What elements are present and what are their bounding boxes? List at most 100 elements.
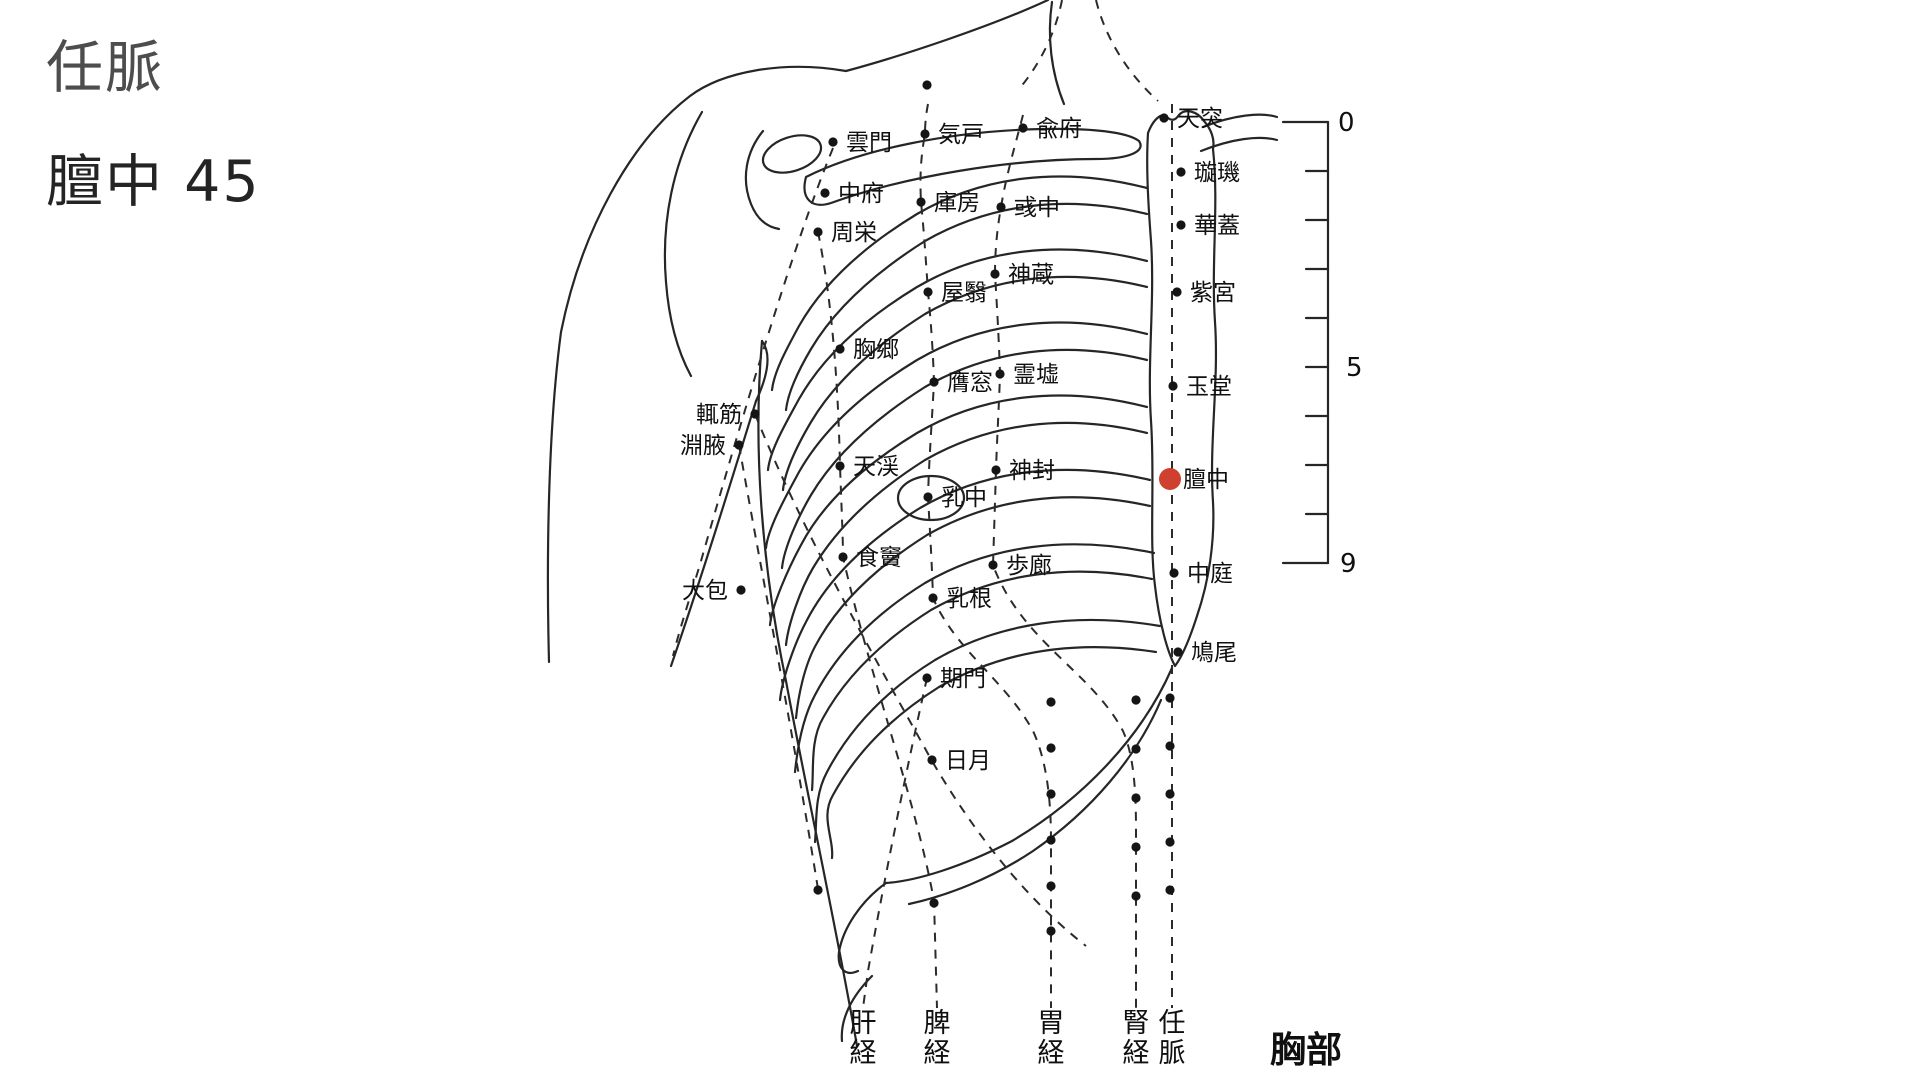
point-dot bbox=[835, 461, 845, 471]
point-dot bbox=[916, 197, 926, 207]
point-dot bbox=[736, 585, 746, 595]
point-label: 彧中 bbox=[1014, 195, 1060, 221]
point-dot bbox=[927, 755, 937, 765]
acupoint-胸郷: 胸郷 bbox=[835, 337, 899, 363]
point-label: 食竇 bbox=[856, 545, 902, 571]
point-label: 屋翳 bbox=[941, 280, 987, 306]
point-label: 淵腋 bbox=[680, 433, 726, 459]
meridian-dot bbox=[1165, 885, 1175, 895]
acupoint-歩廊: 歩廊 bbox=[988, 553, 1052, 579]
acupoint-玉堂: 玉堂 bbox=[1168, 374, 1232, 400]
acupoint-兪府: 兪府 bbox=[1018, 116, 1082, 142]
scale-number: 5 bbox=[1346, 353, 1363, 383]
acupoint-食竇: 食竇 bbox=[838, 545, 902, 571]
point-label: 璇璣 bbox=[1194, 160, 1240, 186]
point-dot bbox=[828, 137, 838, 147]
point-label: 乳中 bbox=[941, 485, 987, 511]
acupoint-膺窓: 膺窓 bbox=[929, 370, 993, 396]
meridian-dot bbox=[1131, 891, 1141, 901]
acupoint-乳根: 乳根 bbox=[928, 586, 992, 612]
point-label: 周栄 bbox=[831, 220, 877, 246]
point-label: 輒筋 bbox=[696, 402, 742, 428]
point-label: 雲門 bbox=[846, 130, 892, 156]
meridian-column-label: 胃経 bbox=[1038, 1008, 1065, 1069]
acupoint-紫宮: 紫宮 bbox=[1172, 280, 1236, 306]
neck-meridian-line-right bbox=[1095, 0, 1159, 102]
meridian-dot bbox=[1131, 842, 1141, 852]
meridian-dot bbox=[1165, 741, 1175, 751]
meridian-dot bbox=[1046, 881, 1056, 891]
point-label: 神封 bbox=[1009, 458, 1055, 484]
meridian-dot bbox=[1046, 743, 1056, 753]
acupoint-淵腋: 淵腋 bbox=[680, 433, 744, 459]
acupoint-輒筋: 輒筋 bbox=[696, 402, 760, 428]
point-label: 中府 bbox=[838, 181, 884, 207]
point-dot bbox=[923, 492, 933, 502]
point-label: 玉堂 bbox=[1186, 374, 1232, 400]
acupoint-日月: 日月 bbox=[927, 748, 991, 774]
point-label: 膺窓 bbox=[947, 370, 993, 396]
point-label: 霊墟 bbox=[1013, 362, 1059, 388]
side-meridian-line bbox=[738, 444, 819, 890]
liver-meridian-line bbox=[862, 677, 928, 1009]
point-dot bbox=[838, 552, 848, 562]
acupoint-庫房: 庫房 bbox=[916, 190, 980, 216]
point-label: 神蔵 bbox=[1008, 262, 1054, 288]
meridian-dot bbox=[1131, 744, 1141, 754]
point-dot bbox=[1018, 123, 1028, 133]
point-dot bbox=[1176, 220, 1186, 230]
point-dot bbox=[929, 377, 939, 387]
card-title: 任脈 膻中 45 bbox=[46, 22, 261, 218]
meridian-dot bbox=[1165, 693, 1175, 703]
point-dot bbox=[1176, 167, 1186, 177]
meridian-dot bbox=[1046, 697, 1056, 707]
scale-number-labels: 0 5 9 bbox=[1338, 108, 1363, 579]
point-dot bbox=[995, 369, 1005, 379]
meridian-title: 任脈 bbox=[46, 35, 164, 101]
point-label: 膻中 bbox=[1183, 467, 1229, 493]
point-label: 中庭 bbox=[1187, 561, 1233, 587]
point-label: 乳根 bbox=[946, 586, 992, 612]
meridian-dot bbox=[1046, 835, 1056, 845]
meridian-dot bbox=[922, 80, 932, 90]
point-dot bbox=[923, 287, 933, 297]
point-dot bbox=[928, 593, 938, 603]
acupoint-神蔵: 神蔵 bbox=[990, 262, 1054, 288]
highlighted-point-dot bbox=[1159, 468, 1181, 490]
spleen-meridian-line bbox=[817, 231, 938, 1009]
meridian-dot bbox=[1131, 695, 1141, 705]
point-label: 日月 bbox=[945, 748, 991, 774]
meridian-column-label: 肝経 bbox=[850, 1008, 877, 1069]
scale-number: 0 bbox=[1338, 108, 1355, 138]
acupoint-膻中: 膻中 bbox=[1159, 467, 1229, 493]
scale-ruler: 0 5 9 bbox=[1281, 108, 1363, 579]
acupoint-華蓋: 華蓋 bbox=[1176, 213, 1240, 239]
meridian-column-label: 腎経 bbox=[1123, 1008, 1150, 1069]
point-dot bbox=[1173, 647, 1183, 657]
kidney-meridian-line bbox=[991, 114, 1137, 1008]
lung-meridian-line bbox=[672, 147, 834, 657]
acupoint-霊墟: 霊墟 bbox=[995, 362, 1059, 388]
point-dot bbox=[922, 673, 932, 683]
acupoint-彧中: 彧中 bbox=[996, 195, 1060, 221]
meridian-dot bbox=[813, 885, 823, 895]
anatomy-line-art bbox=[546, 0, 1279, 1048]
scale-number: 9 bbox=[1340, 549, 1357, 579]
acupoint-天突: 天突 bbox=[1159, 106, 1223, 132]
point-dot bbox=[988, 560, 998, 570]
point-label: 庫房 bbox=[934, 190, 980, 216]
acupoint-周栄: 周栄 bbox=[813, 220, 877, 246]
gallbladder-meridian-line bbox=[754, 413, 1087, 947]
meridian-column-label: 任脈 bbox=[1159, 1008, 1186, 1069]
acupoint-雲門: 雲門 bbox=[828, 130, 892, 156]
point-dot bbox=[996, 202, 1006, 212]
point-label: 鳩尾 bbox=[1191, 640, 1237, 666]
point-label: 気戸 bbox=[938, 122, 984, 148]
acupoint-神封: 神封 bbox=[991, 458, 1055, 484]
acupoint-中庭: 中庭 bbox=[1169, 561, 1233, 587]
acupoint-鳩尾: 鳩尾 bbox=[1173, 640, 1237, 666]
point-label: 天渓 bbox=[853, 454, 899, 480]
point-label: 歩廊 bbox=[1006, 553, 1052, 579]
